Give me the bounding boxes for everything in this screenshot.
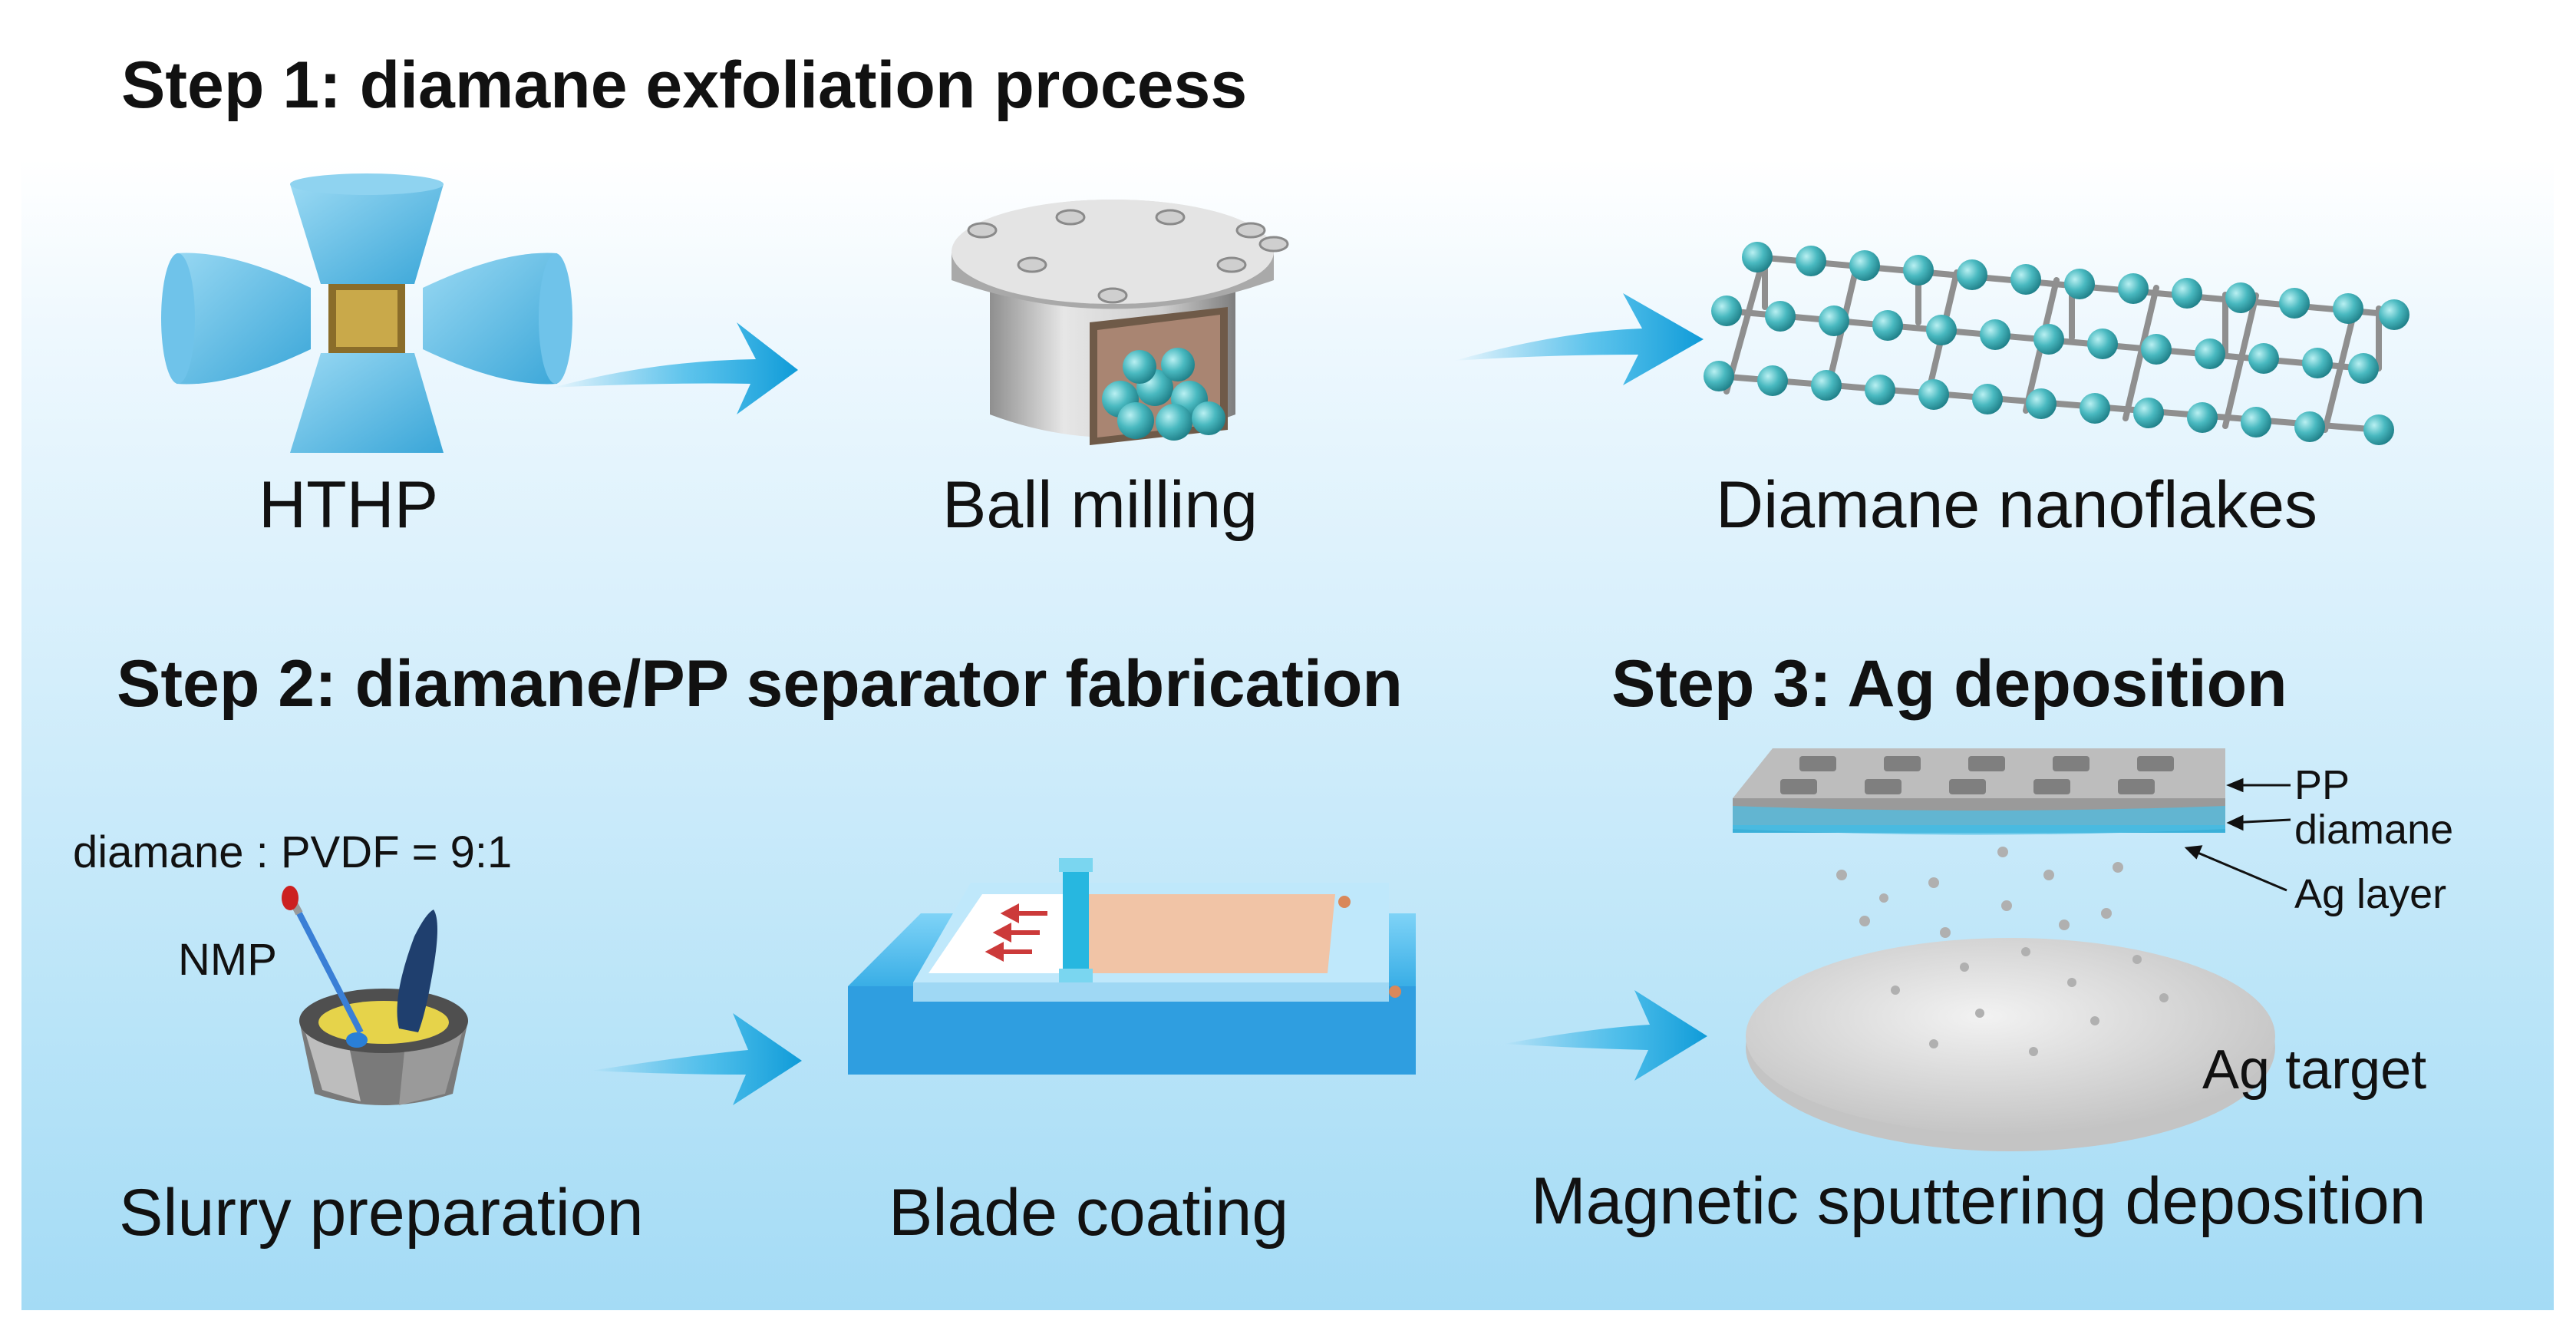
nanoflakes-label: Diamane nanoflakes bbox=[1716, 468, 2318, 542]
slurry-label: Slurry preparation bbox=[119, 1176, 644, 1250]
ball-mill-illustration bbox=[952, 200, 1289, 445]
arrow-blade-to-sputter bbox=[1504, 990, 1707, 1081]
step2-title: Step 2: diamane/PP separator fabrication bbox=[117, 647, 1403, 721]
ag-layer-callout: Ag layer bbox=[2294, 871, 2447, 917]
blade-coating-label: Blade coating bbox=[889, 1176, 1289, 1250]
ball-milling-label: Ball milling bbox=[942, 468, 1258, 542]
step1-title: Step 1: diamane exfoliation process bbox=[121, 48, 1248, 122]
diamane-nanoflakes-illustration bbox=[1704, 242, 2409, 445]
sputtering-illustration bbox=[1733, 748, 2291, 1151]
step3-title: Step 3: Ag deposition bbox=[1611, 647, 2287, 721]
sputtering-label: Magnetic sputtering deposition bbox=[1531, 1164, 2426, 1238]
ag-target-callout: Ag target bbox=[2202, 1039, 2427, 1101]
arrow-slurry-to-blade bbox=[591, 1013, 802, 1105]
mortar-pestle-illustration bbox=[282, 886, 468, 1105]
ratio-annotation: diamane : PVDF = 9:1 bbox=[73, 827, 513, 877]
arrow-ballmill-to-flakes bbox=[1454, 293, 1704, 385]
pp-callout: PP bbox=[2294, 762, 2350, 808]
diamane-callout: diamane bbox=[2294, 807, 2454, 853]
hthp-label: HTHP bbox=[259, 468, 439, 542]
nmp-annotation: NMP bbox=[178, 935, 277, 985]
hthp-press-illustration bbox=[161, 173, 572, 453]
blade-coater-illustration bbox=[848, 858, 1416, 1075]
arrow-hthp-to-ballmill bbox=[552, 322, 798, 414]
